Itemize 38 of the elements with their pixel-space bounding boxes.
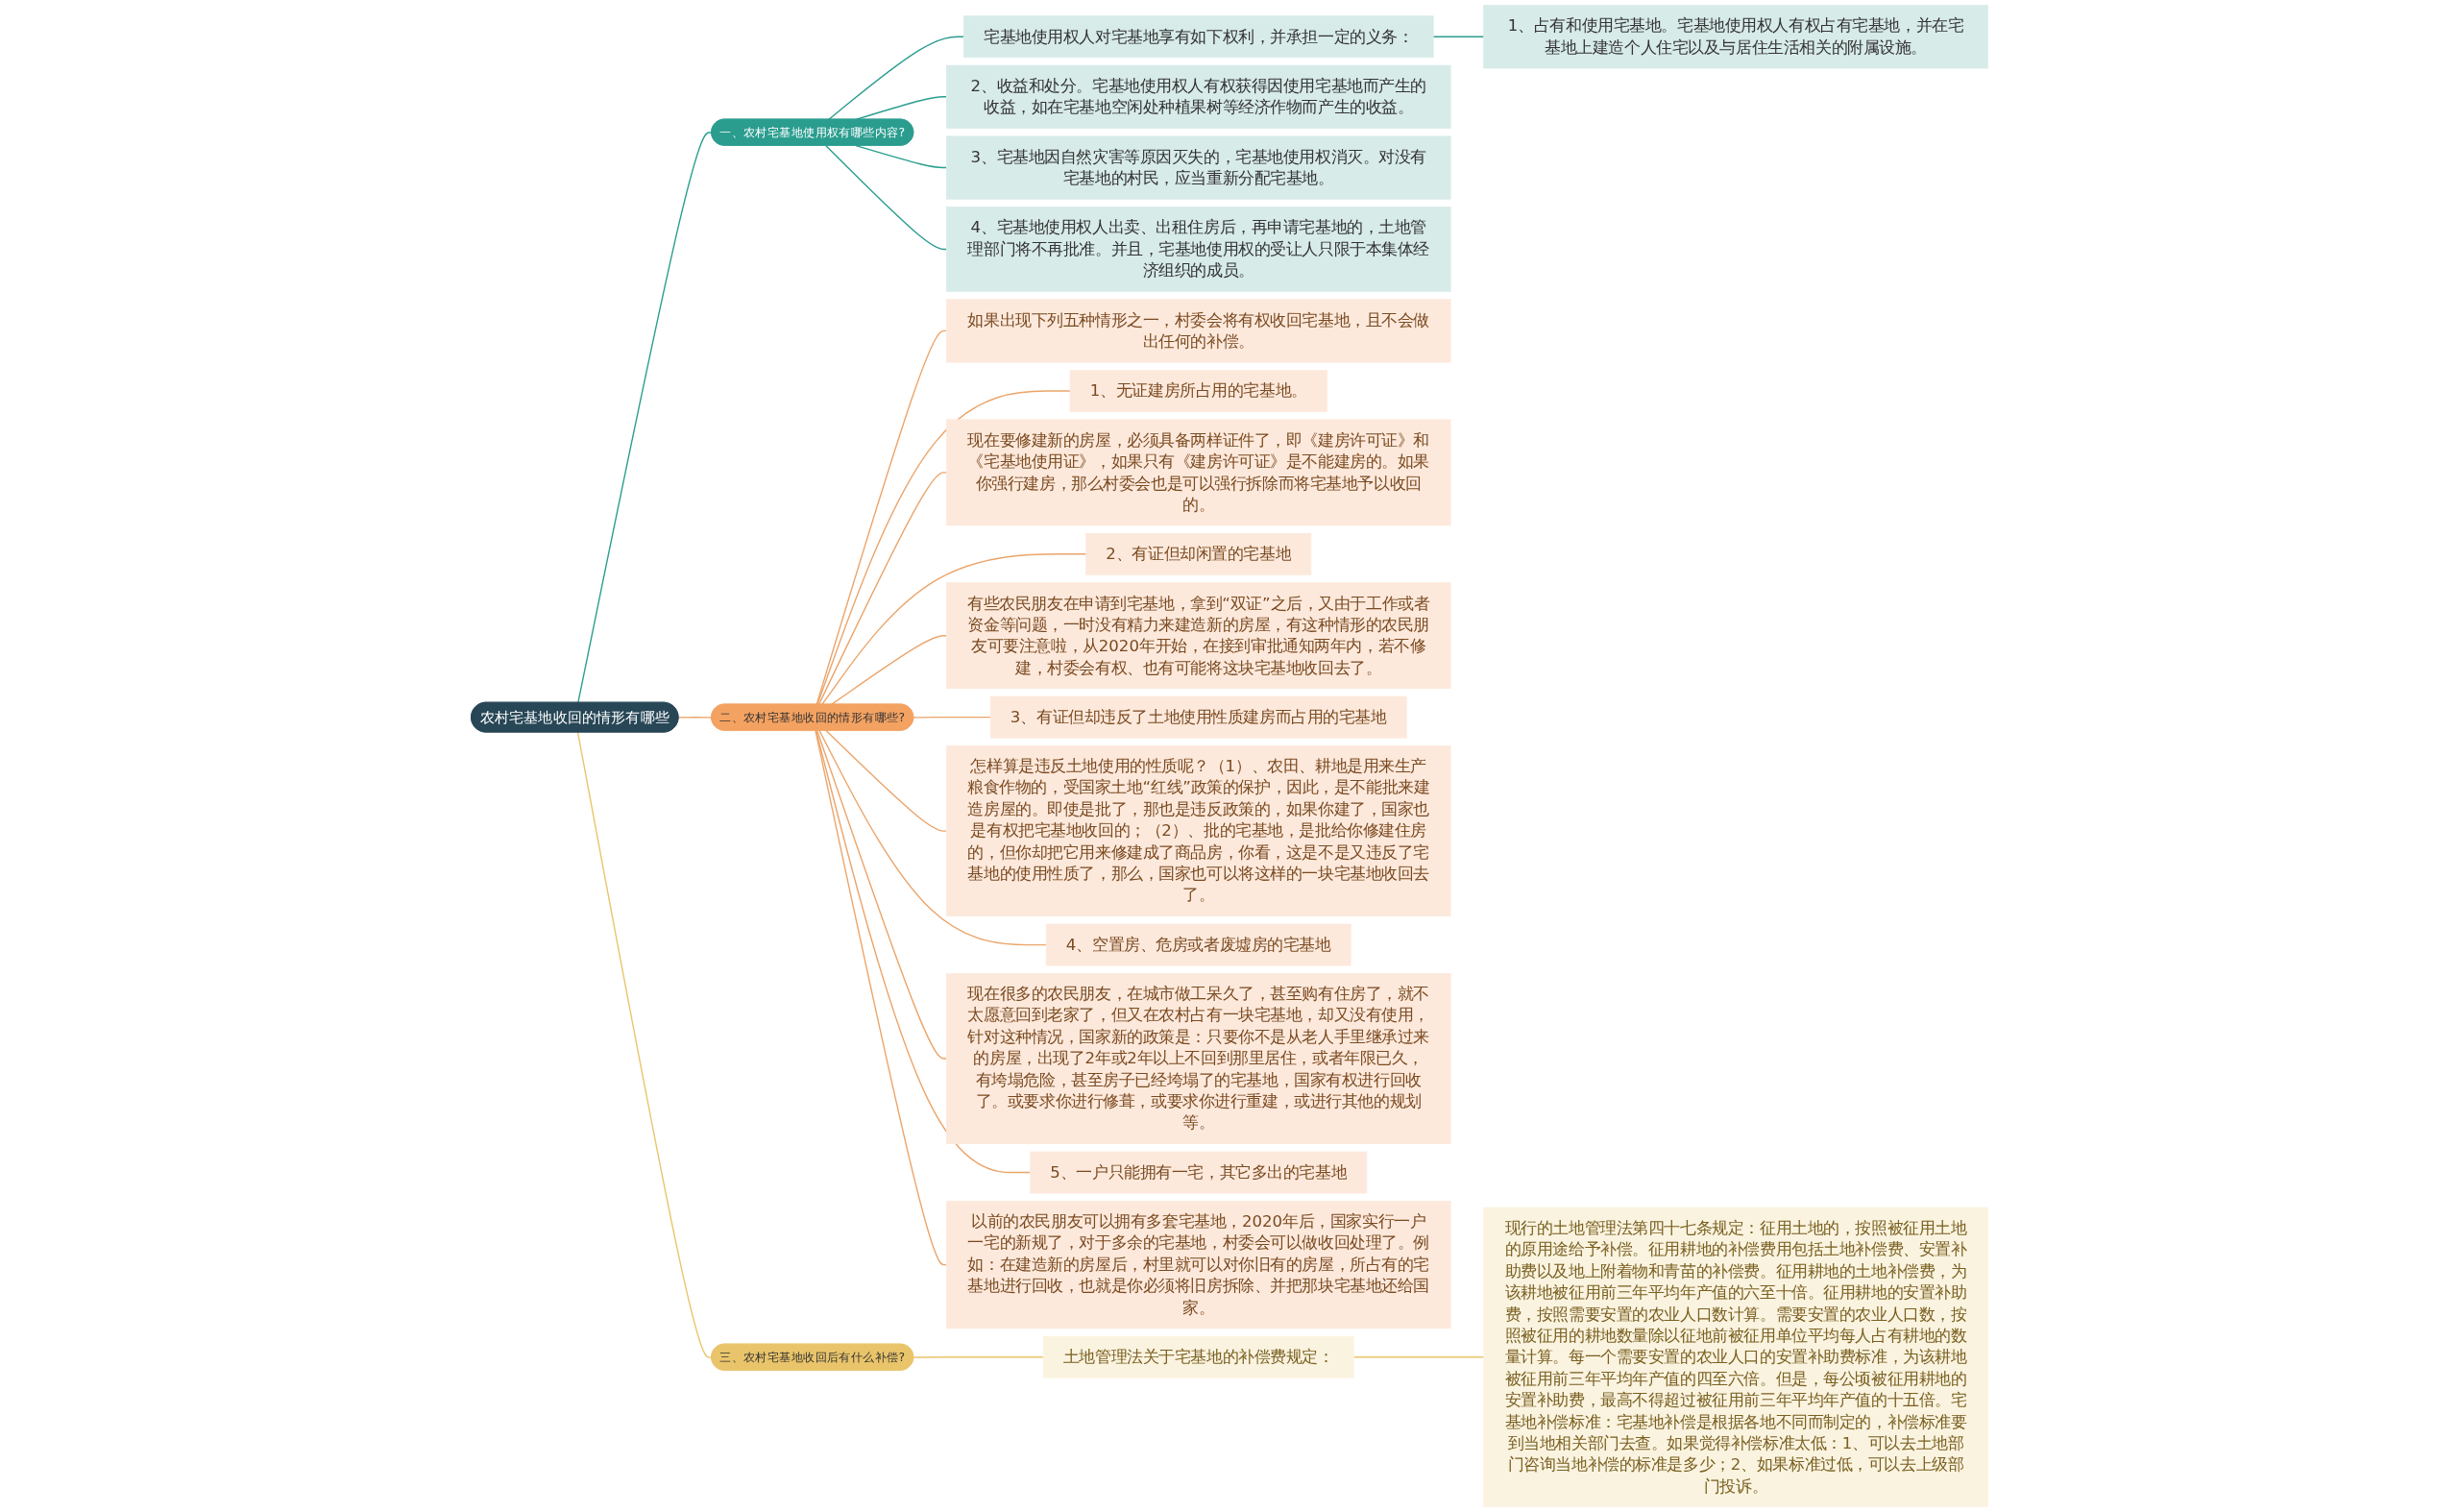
connector [830, 635, 947, 706]
connector [1432, 36, 1485, 37]
connector [825, 729, 947, 832]
node-box [1483, 5, 1988, 69]
connector [576, 731, 713, 1358]
node-box [945, 135, 1451, 200]
connector [828, 36, 964, 121]
connector [817, 472, 947, 706]
connector [913, 716, 991, 719]
connector [816, 390, 1071, 706]
connector [816, 729, 947, 1060]
node-box [945, 419, 1451, 526]
connector [818, 729, 1047, 946]
connector [815, 729, 1032, 1174]
connector [1352, 1356, 1485, 1358]
node-box [1045, 923, 1351, 966]
node-box [945, 299, 1451, 363]
node-box [962, 15, 1434, 59]
node-box [1069, 370, 1327, 412]
connector [577, 132, 713, 704]
node-box [945, 582, 1451, 690]
node-box [945, 973, 1451, 1145]
connector [816, 329, 947, 706]
node-box [945, 207, 1451, 292]
node-box [1030, 1151, 1368, 1194]
node-box [945, 1201, 1451, 1329]
connector [855, 144, 947, 169]
node-box [1085, 532, 1312, 575]
connector [821, 553, 1087, 706]
node-box [989, 695, 1407, 739]
node-box [945, 64, 1451, 129]
connector [677, 717, 713, 719]
connector [824, 144, 947, 251]
node-box [945, 745, 1451, 917]
connector [913, 1356, 1044, 1358]
connector [815, 729, 947, 1266]
node-box [1042, 1335, 1354, 1378]
node-box [1483, 1207, 1988, 1507]
